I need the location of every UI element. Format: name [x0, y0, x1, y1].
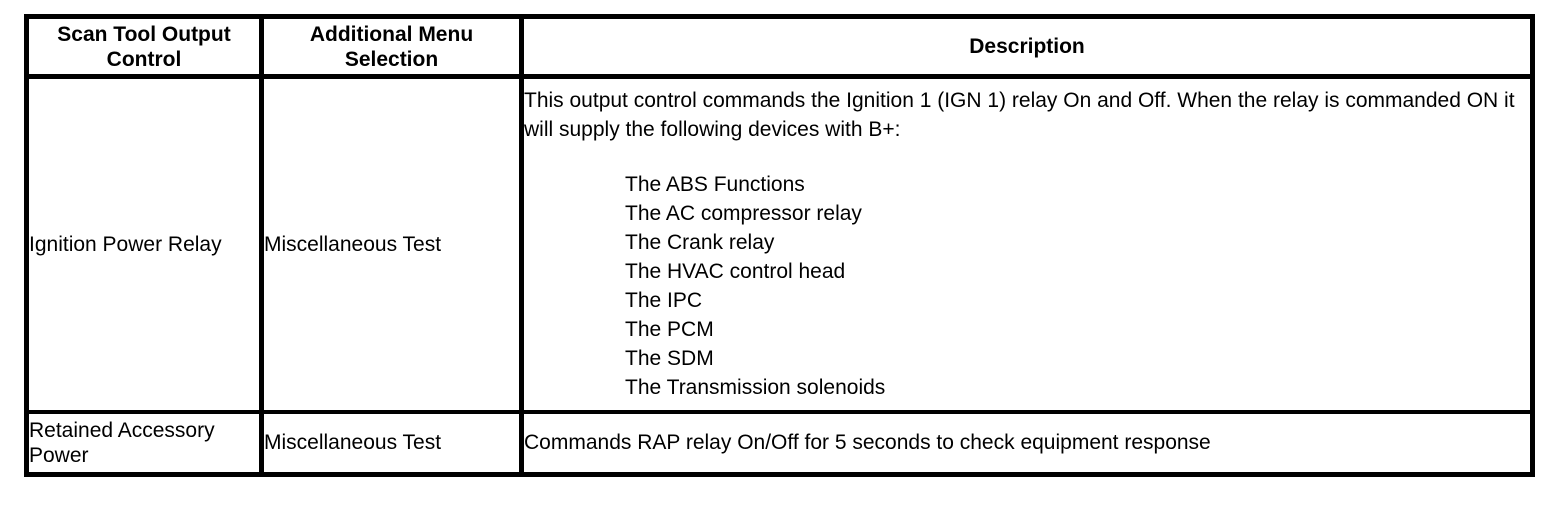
cell-description-retained-accessory-power: Commands RAP relay On/Off for 5 seconds …: [521, 411, 1533, 475]
description-paragraph: This output control commands the Ignitio…: [524, 89, 1515, 142]
list-item: The Transmission solenoids: [625, 376, 886, 400]
list-item: The HVAC control head: [625, 260, 846, 284]
table-header-row: Scan Tool Output Control Additional Menu…: [26, 16, 1533, 79]
table-row: Retained Accessory Power Miscellaneous T…: [26, 411, 1533, 475]
list-item: The Crank relay: [625, 231, 775, 255]
table-body: Ignition Power Relay Miscellaneous Test …: [26, 76, 1533, 475]
column-header-additional-menu-selection: Additional Menu Selection: [261, 16, 524, 79]
list-item: The PCM: [625, 318, 714, 342]
list-item: The IPC: [625, 289, 703, 313]
column-header-scan-tool-output-control: Scan Tool Output Control: [26, 16, 264, 79]
scan-tool-output-control-table: Scan Tool Output Control Additional Menu…: [24, 14, 1535, 477]
cell-menu-ignition-power-relay: Miscellaneous Test: [261, 76, 524, 414]
table-header: Scan Tool Output Control Additional Menu…: [26, 16, 1533, 79]
cell-description-ignition-power-relay: This output control commands the Ignitio…: [521, 76, 1533, 414]
cell-control-retained-accessory-power: Retained Accessory Power: [26, 411, 264, 475]
cell-control-ignition-power-relay: Ignition Power Relay: [26, 76, 264, 414]
list-item: The SDM: [625, 347, 714, 371]
list-item: The ABS Functions: [625, 173, 805, 197]
supplied-devices-list: The ABS Functions The AC compressor rela…: [524, 170, 1530, 402]
list-item: The AC compressor relay: [625, 202, 862, 226]
column-header-description: Description: [521, 16, 1533, 79]
table-row: Ignition Power Relay Miscellaneous Test …: [26, 76, 1533, 414]
cell-menu-retained-accessory-power: Miscellaneous Test: [261, 411, 524, 475]
description-paragraph: Commands RAP relay On/Off for 5 seconds …: [524, 431, 1211, 455]
